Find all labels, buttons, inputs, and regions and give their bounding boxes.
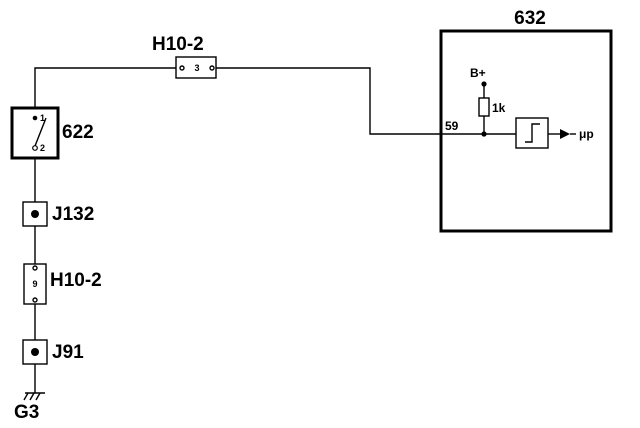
switch-pin-bottom: 2 — [40, 143, 45, 153]
ground-label: G3 — [14, 402, 39, 423]
connector-bottom-label: H10-2 — [50, 270, 102, 291]
module-resistor-label: 1k — [492, 101, 506, 115]
switch-622: 1 2 — [10, 106, 60, 160]
connector-h10-2-bottom: 9 — [23, 263, 47, 305]
wire-connector-to-module — [216, 67, 484, 135]
connector-top-pin: 3 — [194, 63, 199, 73]
switch-pin-top: 1 — [40, 113, 45, 123]
schmitt-trigger-icon — [515, 117, 549, 149]
module-supply-label: B+ — [470, 66, 486, 80]
module-output-label: μp — [579, 127, 594, 141]
connector-top-label: H10-2 — [152, 34, 204, 55]
junction-j132 — [22, 201, 48, 227]
module-632: 632 B+ 1k 59 μp — [439, 8, 613, 233]
junction-j91 — [22, 339, 48, 365]
module-pin-label: 59 — [445, 119, 459, 133]
switch-label: 622 — [62, 122, 94, 143]
ground-symbol-icon — [23, 392, 45, 401]
wires — [34, 67, 484, 393]
wire-switch-to-connector — [34, 67, 176, 108]
connector-h10-2-top: 3 — [175, 56, 217, 79]
resistor-1k — [478, 97, 490, 117]
junction-1-label: J132 — [52, 204, 94, 225]
module-label: 632 — [514, 8, 546, 29]
arrow-right-icon — [560, 129, 570, 139]
junction-2-label: J91 — [52, 342, 84, 363]
connector-bottom-pin: 9 — [32, 279, 37, 289]
